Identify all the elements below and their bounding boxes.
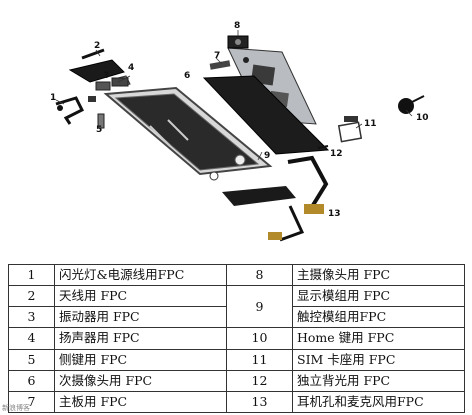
legend-label: 主摄像头用 FPC [292, 263, 465, 287]
table-row: 3 振动器用 FPC 触控模组用FPC [8, 306, 465, 329]
part-1-fpc [55, 96, 85, 125]
callout-11: 11 [364, 119, 377, 129]
watermark: 新浪博客 [2, 404, 30, 412]
callout-9: 9 [264, 151, 270, 161]
table-row: 5 侧键用 FPC 11 SIM 卡座用 FPC [8, 348, 465, 371]
legend-label: 主板用 FPC [54, 390, 227, 414]
legend-label: 闪光灯&电源线用FPC [54, 263, 227, 287]
legend-num: 8 [226, 263, 293, 287]
callout-10: 10 [416, 113, 429, 123]
part-13-fpc [222, 155, 329, 242]
legend-num: 6 [8, 369, 55, 392]
legend-label: 显示模组用 FPC [292, 285, 465, 308]
callout-12: 12 [330, 149, 343, 159]
legend-num: 10 [226, 327, 293, 350]
part-3-fpc [95, 81, 111, 91]
leader-lines [55, 30, 413, 161]
legend-num: 9 [226, 285, 293, 329]
part-2-fpc [68, 48, 125, 83]
table-row: 1 闪光灯&电源线用FPC 8 主摄像头用 FPC [8, 263, 465, 287]
legend-table: 1 闪光灯&电源线用FPC 8 主摄像头用 FPC 2 天线用 FPC 9 显示… [8, 263, 465, 414]
part-10-fpc [398, 95, 425, 114]
callout-6: 6 [184, 71, 190, 81]
callout-13: 13 [328, 209, 341, 219]
legend-label: 耳机孔和麦克风用FPC [292, 390, 465, 414]
legend-num: 4 [8, 327, 55, 350]
callout-2: 2 [94, 41, 100, 51]
legend-num: 11 [226, 348, 293, 371]
legend-num: 2 [8, 285, 55, 308]
phone-frame [103, 86, 273, 181]
legend-label: 次摄像头用 FPC [54, 369, 227, 392]
legend-label: Home 键用 FPC [292, 327, 465, 350]
table-row: 2 天线用 FPC 9 显示模组用 FPC [8, 285, 465, 329]
legend-num: 5 [8, 348, 55, 371]
legend-label: 扬声器用 FPC [54, 327, 227, 350]
callout-8: 8 [234, 21, 240, 31]
battery [202, 75, 330, 155]
callout-3: 3 [103, 71, 109, 81]
part-12-fpc [317, 145, 329, 149]
legend-num: 1 [8, 263, 55, 287]
legend-label: 独立背光用 FPC [292, 369, 465, 392]
legend-label: 天线用 FPC [54, 285, 227, 308]
callout-5: 5 [96, 125, 102, 135]
table-row: 4 扬声器用 FPC 10 Home 键用 FPC [8, 327, 465, 350]
part-11-fpc [337, 116, 363, 143]
callout-1: 1 [50, 93, 56, 103]
exploded-view-diagram: 1 2 3 4 5 6 7 8 9 10 11 12 13 [50, 21, 429, 242]
legend-num: 13 [226, 390, 293, 414]
part-8-fpc [227, 35, 249, 49]
legend-label: 振动器用 FPC [54, 306, 227, 329]
callout-7: 7 [214, 51, 220, 61]
legend-label: SIM 卡座用 FPC [292, 348, 465, 371]
legend-num: 12 [226, 369, 293, 392]
part-5-fpc [97, 113, 105, 129]
legend-label: 触控模组用FPC [292, 306, 465, 329]
table-row: 7 主板用 FPC 13 耳机孔和麦克风用FPC [8, 390, 465, 414]
callout-4: 4 [128, 63, 134, 73]
part-7-fpc [209, 60, 231, 70]
part-6-fpc [88, 96, 96, 102]
part-4-fpc [111, 77, 129, 87]
legend-label: 侧键用 FPC [54, 348, 227, 371]
table-row: 6 次摄像头用 FPC 12 独立背光用 FPC [8, 369, 465, 392]
legend-num: 3 [8, 306, 55, 329]
